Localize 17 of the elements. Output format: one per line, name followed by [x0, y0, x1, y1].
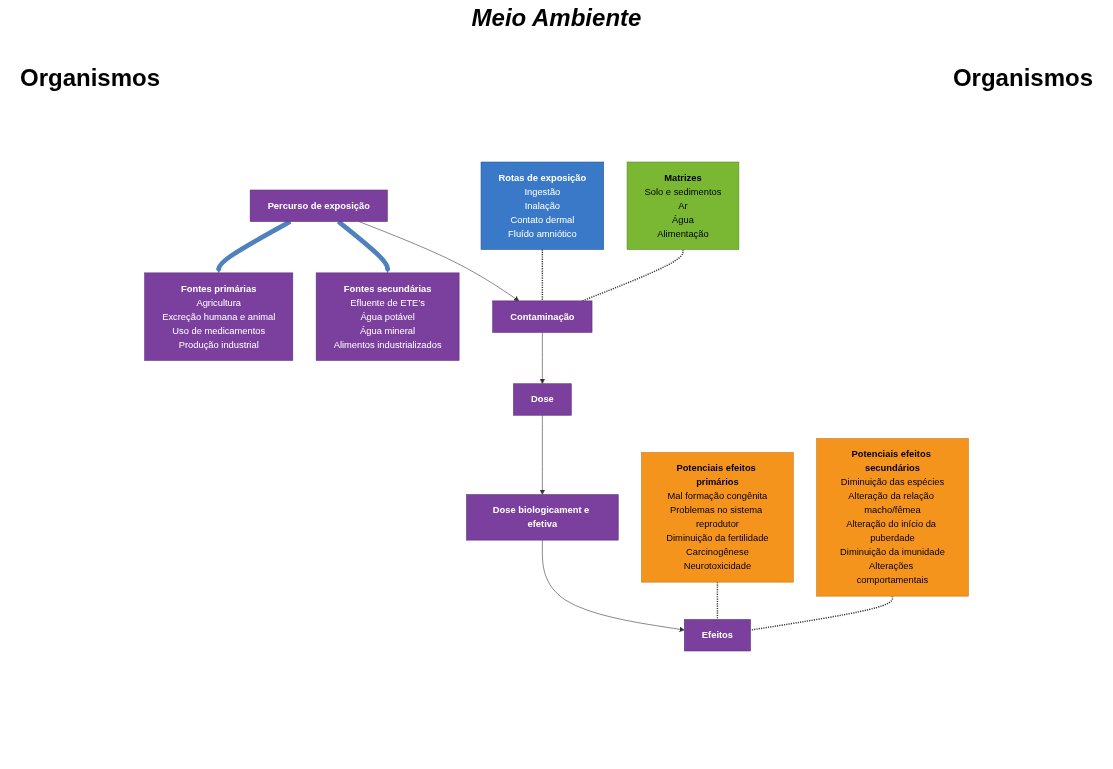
node-box: Percurso de exposição [249, 189, 388, 222]
connector [749, 595, 894, 631]
node-box: Efeitos [684, 619, 751, 652]
diagram-title: Meio Ambiente [470, 4, 643, 32]
node-box: Matrizes Solo e sedimentos Ar Água Alimentação [626, 161, 740, 250]
node-box: Fontes secundárias Efluente de ETE’s Água potável Água mineral Alimentos industrializados [315, 272, 460, 361]
node-box: Potenciais efeitos primários Mal formação congênita Problemas no sistema reprodutor Diminuição da fertilidade Carcinogênese Neurotoxicidade [641, 452, 794, 583]
connector [541, 248, 544, 302]
section-heading: Organismos [20, 64, 161, 92]
node-box: Fontes primárias Agricultura Excreção humana e animal Uso de medicamentos Produção industrial [144, 272, 294, 361]
node-box: Dose [513, 383, 572, 416]
connector [716, 581, 719, 621]
node-box: Dose biologicament e efetiva [466, 494, 619, 541]
section-heading: Organismos [952, 64, 1093, 92]
node-box: Contaminação [492, 300, 593, 333]
node-box: Rotas de exposição Ingestão Inalação Contato dermal Fluído amniótico [480, 161, 604, 250]
node-box: Potenciais efeitos secundários Diminuição das espécies Alteração da relação macho/fêmea Alteração do início da puberdade Diminuição da imunidade Alterações comportamentais [816, 438, 969, 597]
